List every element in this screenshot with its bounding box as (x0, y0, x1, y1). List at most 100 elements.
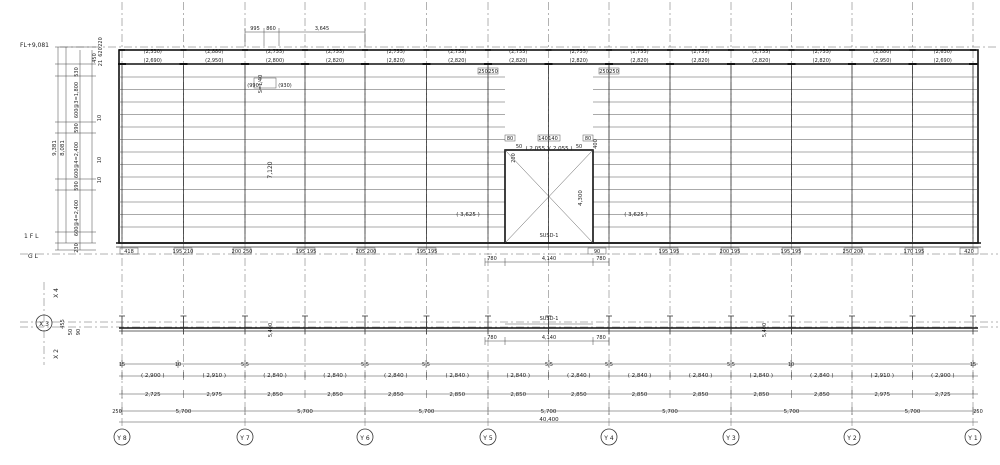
plan-dim-bay: 5,700 (297, 409, 313, 415)
plan-dim-row2: ( 2,840 ) (689, 373, 713, 379)
top-dim: 3,645 (315, 26, 329, 32)
panel-dim-upper: (2,755) (752, 49, 770, 55)
axis-label-y: Y 5 (482, 435, 493, 442)
column-cap (484, 63, 492, 65)
panel-dim-lower: (2,820) (752, 58, 770, 64)
tick-ten: 10 (97, 115, 103, 121)
base-tag (232, 247, 252, 255)
axis-bubble (356, 428, 374, 446)
panel-dim-upper: (2,755) (813, 49, 831, 55)
axis-label-y: Y 7 (239, 435, 250, 442)
dimension-lines (55, 28, 978, 423)
panel-dim-lower: (2,820) (813, 58, 831, 64)
axis-bubble (722, 428, 740, 446)
axis-label-x3: X 3 (39, 321, 49, 328)
door-top-h: 400 (593, 139, 599, 149)
plan-overall-dim: 40,400 (539, 417, 559, 423)
tick-label: 5 5 (361, 362, 369, 368)
door-top-dim: 140 (548, 136, 558, 142)
base-tag-label: 418 (124, 249, 134, 255)
tick-ten: 10 (97, 157, 103, 163)
base-tag-label: 170 195 (904, 249, 925, 255)
tick-ten: 10 (97, 177, 103, 183)
top-dim: 995 (250, 26, 260, 32)
column-cap (908, 63, 917, 65)
panel-height-dim: 7,120 (267, 161, 274, 178)
plan-dim-row3: 2,850 (327, 392, 343, 398)
top-small-dim: 21 (98, 60, 104, 66)
plan-dim-row3: 2,850 (571, 392, 587, 398)
plan-dim-bay: 5,700 (176, 409, 192, 415)
base-tag (587, 247, 607, 255)
axis-label-y: Y 2 (846, 435, 857, 442)
level-label-top: FL+9,081 (20, 42, 49, 49)
plan-dim-row3: 2,850 (632, 392, 648, 398)
plan-dim-row2: ( 2,910 ) (870, 373, 894, 379)
base-tag-label: 205 200 (356, 249, 377, 255)
plan-col-mark: 5,400 (762, 323, 768, 337)
tick-label: 5 5 (605, 362, 613, 368)
door-tag (504, 134, 516, 142)
base-tag-label: 420 (964, 249, 974, 255)
door-top-dim: 80 (507, 136, 513, 142)
shutter-label: SUSD-1 (540, 233, 559, 239)
panel-dim-upper: (2,755) (630, 49, 648, 55)
column-cap (605, 63, 613, 65)
panel-dim-lower: (2,950) (205, 58, 223, 64)
plan-dim-row3: 2,850 (753, 392, 769, 398)
door-top-dim: 50 (576, 144, 582, 150)
panel-dim-lower: (2,820) (691, 58, 709, 64)
panel-dim-upper: (2,755) (387, 49, 405, 55)
panel-spacing: 600@4=2,400 (74, 200, 80, 236)
panel-spacing: 450 (92, 53, 98, 63)
plan-left-dim: 50 (68, 329, 74, 335)
plan-dim-row3: 2,850 (693, 392, 709, 398)
plan-dim-row3: 2,975 (874, 392, 890, 398)
base-tag (720, 247, 740, 255)
tick-label: 15 (119, 362, 125, 368)
base-tag-label: 90 (594, 249, 600, 255)
column-cap (301, 63, 309, 65)
panel-dim-lower: (2,820) (509, 58, 527, 64)
plan-dim-row2: ( 2,900 ) (141, 373, 165, 379)
tick-label: 10 (788, 362, 794, 368)
panel-spacing: 230 (74, 243, 80, 253)
base-tag-label: 200 195 (720, 249, 741, 255)
plan-col-mark: 5,400 (268, 323, 274, 337)
level-label-gl: G L (28, 253, 39, 260)
axis-label-x4: X 4 (53, 288, 60, 298)
panel-spacing: 600@4=2,400 (74, 142, 80, 178)
axis-label-y: Y 1 (967, 435, 978, 442)
plan-dim-row2: ( 2,840 ) (810, 373, 834, 379)
door-tag (582, 134, 594, 142)
plan-left-dim: 90 (76, 329, 82, 335)
axis-bubble (479, 428, 497, 446)
side-dim: ( 3,625 ) (624, 212, 648, 218)
door-width-dim: ( 2,055 )( 2,055 ) (525, 146, 572, 152)
plan-dim-row3: 2,850 (510, 392, 526, 398)
plan-dim-row2: ( 2,840 ) (445, 373, 469, 379)
base-tag-label: 195 195 (781, 249, 802, 255)
overall-height: 9,381 (52, 140, 58, 156)
base-tag (356, 247, 376, 255)
base-tag-label: 250 200 (843, 249, 864, 255)
panel-dim-upper: (2,755) (691, 49, 709, 55)
elevation-view (35, 49, 982, 446)
axis-label-y: Y 3 (725, 435, 736, 442)
door-height-dim: 4,300 (578, 190, 584, 206)
plan-opening-dim: 780 (596, 335, 606, 341)
base-tag (659, 247, 679, 255)
plan-dim-row3: 2,975 (206, 392, 222, 398)
plan-dim-row3: 2,850 (814, 392, 830, 398)
plan-view (119, 315, 978, 334)
panel-spacing: 600@3=1,800 (74, 82, 80, 118)
door-top-dim: 80 (585, 136, 591, 142)
column-cap (361, 63, 369, 65)
column-cap (118, 63, 126, 65)
panel-dim-upper: (2,755) (570, 49, 588, 55)
panel-dim-upper: (2,755) (448, 49, 466, 55)
axis-bubble (236, 428, 254, 446)
top-dim: 860 (266, 26, 276, 32)
base-tag-label: 195 195 (659, 249, 680, 255)
door-jamb-h: 200 (511, 153, 517, 163)
